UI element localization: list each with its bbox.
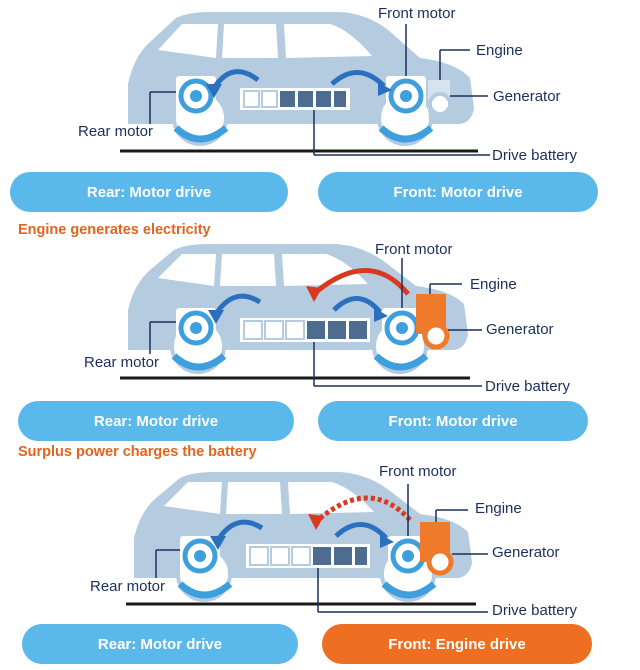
label-rear-motor: Rear motor: [90, 578, 166, 595]
label-front-motor: Front motor: [379, 463, 457, 480]
pill-front-engine-drive: Front: Engine drive: [322, 624, 592, 664]
label-engine: Engine: [475, 500, 522, 517]
front-wheel-arrow: [378, 125, 434, 143]
label-rear-motor: Rear motor: [84, 354, 160, 371]
generator-icon: [422, 322, 450, 350]
arrow-charge: [314, 268, 410, 296]
section-title-2: Engine generates electricity: [18, 222, 211, 238]
pill-rear-drive: Rear: Motor drive: [18, 401, 294, 441]
front-motor-icon: [388, 78, 424, 114]
car-diagram-2: [120, 244, 482, 387]
label-generator: Generator: [492, 544, 560, 561]
label-generator: Generator: [486, 321, 554, 338]
generator-icon: [428, 92, 452, 116]
label-front-motor: Front motor: [375, 241, 453, 258]
arrow-charge: [316, 495, 412, 522]
rear-motor-icon: [182, 538, 218, 574]
label-front-motor: Front motor: [378, 5, 456, 22]
label-drive-battery: Drive battery: [485, 378, 571, 395]
pill-rear-drive: Rear: Motor drive: [10, 172, 288, 212]
window-front: [284, 24, 372, 58]
panel-3: Front motor Engine Generator Rear motor …: [0, 462, 640, 670]
arrow-to-rear: [211, 69, 260, 90]
label-engine: Engine: [470, 276, 517, 293]
panel-1: Front motor Engine Generator Rear motor …: [0, 0, 640, 222]
car-diagram-3: [126, 472, 488, 613]
label-rear-motor: Rear motor: [78, 123, 154, 140]
rear-motor-icon: [178, 310, 214, 346]
label-drive-battery: Drive battery: [492, 602, 578, 619]
pill-front-drive: Front: Motor drive: [318, 172, 598, 212]
rear-wheel-arrow: [173, 125, 229, 143]
panel-2: Front motor Engine Generator Rear motor …: [0, 240, 640, 446]
rear-motor-icon: [178, 78, 214, 114]
pill-rear-drive: Rear: Motor drive: [22, 624, 298, 664]
window-middle: [222, 24, 278, 58]
label-generator: Generator: [493, 88, 561, 105]
window-rear: [158, 24, 218, 58]
section-title-3: Surplus power charges the battery: [18, 444, 257, 460]
generator-icon: [426, 548, 454, 576]
car-diagram-1: [120, 12, 490, 156]
arrow-to-front: [330, 70, 386, 88]
label-drive-battery: Drive battery: [492, 147, 578, 164]
pill-front-drive: Front: Motor drive: [318, 401, 588, 441]
label-engine: Engine: [476, 42, 523, 59]
